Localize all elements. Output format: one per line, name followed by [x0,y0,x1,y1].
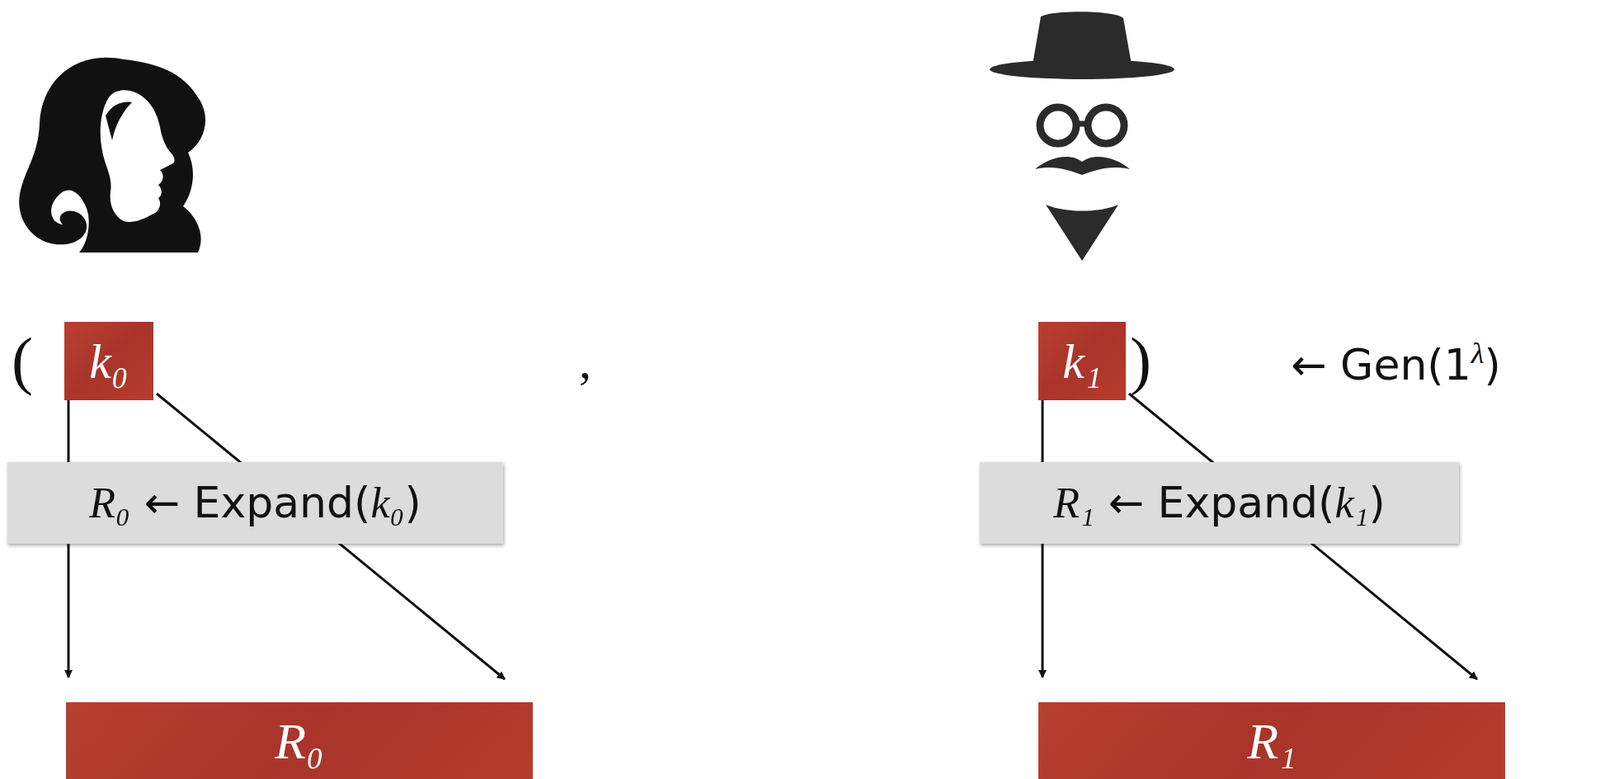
key-box: R₁ [1038,701,1506,779]
math-symbol: k₁ [1062,334,1102,389]
key-box: k₀ [64,321,154,400]
node-text: R₁ [1247,715,1296,767]
formula-label: , [578,336,592,386]
formula-label: ← Gen(1λ) [1290,338,1502,386]
man-icon [989,11,1175,261]
superscript: λ [1471,336,1485,370]
key-box: R₀ [65,701,533,779]
node-text: R₀ ← Expand(k₀) [89,480,422,525]
node-text: k₁ [1062,336,1102,386]
woman-icon [18,57,206,253]
math-symbol: R₀ [89,479,131,527]
math-symbol: k₀ [370,479,405,527]
node-text: R₀ [274,715,324,767]
math-symbol: R₁ [1053,479,1095,527]
node-text: k₀ [89,336,129,386]
math-symbol: k₁ [1334,479,1369,527]
math-symbol: R₁ [1247,712,1296,769]
formula-label: ( [11,328,33,393]
expand-box: R₀ ← Expand(k₀) [7,461,504,544]
node-text: R₁ ← Expand(k₁) [1053,480,1386,525]
math-symbol: k₀ [89,334,129,389]
math-symbol: R₀ [274,712,324,769]
key-box: k₁ [1038,321,1126,400]
formula-label: ) [1129,328,1152,393]
expand-box: R₁ ← Expand(k₁) [979,461,1459,544]
